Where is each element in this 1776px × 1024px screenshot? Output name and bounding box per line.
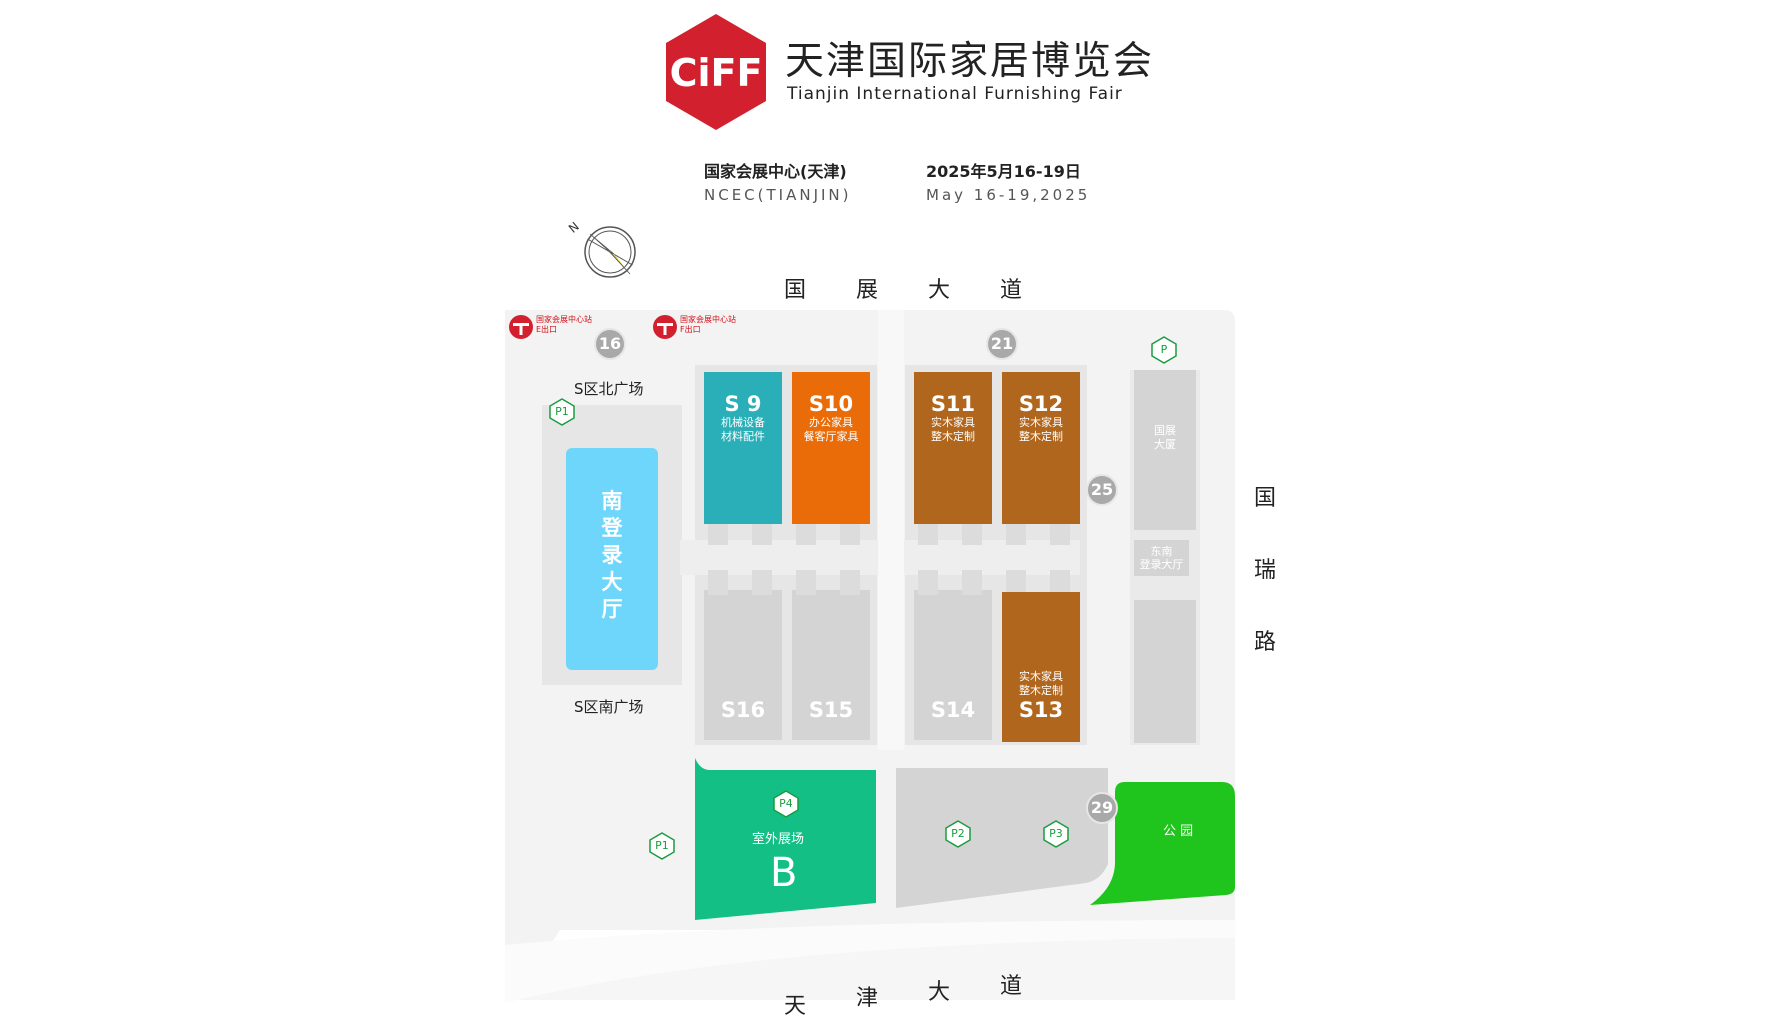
hall-s11[interactable]: S11 实木家具 整木定制 [914,372,992,524]
hall-category: 餐客厅家具 [803,430,859,443]
hall-category: 整木定制 [931,430,975,443]
east-building-south[interactable] [1134,600,1196,743]
outdoor-label: 室外展场 [752,832,805,847]
south-lobby[interactable]: 南 登 录 大 厅 [566,448,658,670]
parking-badge-p1[interactable]: P1 [548,398,576,426]
road-east-char: 路 [1254,630,1277,655]
metro-icon [653,315,677,339]
hall-s15-label: S15 [808,698,854,722]
parking-badge-p[interactable]: P [1150,336,1178,364]
hall-s14-block[interactable] [914,590,992,740]
park-label: 公 园 [1163,824,1194,839]
hall-code: S12 [1018,392,1064,416]
hall-category: 实木家具 [931,416,975,429]
hall-category: 办公家具 [809,416,853,429]
road-east-char: 瑞 [1254,558,1277,583]
hall-category: 实木家具 [1019,670,1063,683]
venue-en: NCEC(TIANJIN) [704,186,852,204]
ciff-logo: CiFF [666,14,766,130]
gate-25[interactable]: 25 [1086,474,1118,506]
metro-icon [509,315,533,339]
parking-badge-p4[interactable]: P4 [772,790,800,818]
s-south-plaza-label: S区南广场 [574,698,644,716]
road-north-char: 道 [1000,278,1023,303]
parking-badge-p1[interactable]: P1 [648,832,676,860]
hall-category: 整木定制 [1019,684,1063,697]
se-lobby[interactable]: 东南 登录大厅 [1134,540,1189,576]
hall-code: S13 [1018,698,1064,722]
venue-info: 国家会展中心(天津) NCEC(TIANJIN) [704,158,852,204]
hall-s16-label: S16 [720,698,766,722]
parking-lot-p2-p3[interactable] [896,768,1112,908]
compass-icon: N [566,218,646,286]
hall-s12[interactable]: S12 实木家具 整木定制 [1002,372,1080,524]
s-north-plaza-label: S区北广场 [574,380,644,398]
hall-s15-block[interactable] [792,590,870,740]
outdoor-area-b[interactable] [690,758,880,920]
road-south-char: 道 [1000,974,1023,999]
hall-s14-label: S14 [930,698,976,722]
hall-code: S10 [808,392,854,416]
hall-category: 材料配件 [721,430,765,443]
road-east-char: 国 [1254,486,1277,511]
gate-21[interactable]: 21 [986,328,1018,360]
hall-s10[interactable]: S10 办公家具 餐客厅家具 [792,372,870,524]
date-info: 2025年5月16-19日 May 16-19,2025 [926,158,1090,204]
venue-cn: 国家会展中心(天津) [704,162,847,181]
hall-s16-block[interactable] [704,590,782,740]
hall-code: S11 [930,392,976,416]
hall-category: 整木定制 [1019,430,1063,443]
guozhan-building[interactable]: 国展 大厦 [1134,370,1196,530]
date-en: May 16-19,2025 [926,186,1091,204]
road-north-char: 展 [856,278,879,303]
hall-category: 实木家具 [1019,416,1063,429]
hall-s13[interactable]: 实木家具 整木定制 S13 [1002,592,1080,742]
fair-title-en: Tianjin International Furnishing Fair [787,84,1123,104]
hall-s9[interactable]: S 9 机械设备 材料配件 [704,372,782,524]
road-south-char: 津 [856,986,879,1011]
gate-29[interactable]: 29 [1086,792,1118,824]
park-area[interactable] [1090,782,1235,907]
hall-code: S 9 [724,392,762,416]
road-south-char: 大 [928,980,951,1005]
logo-text: CiFF [670,51,763,95]
outdoor-code: B [770,850,798,896]
date-cn: 2025年5月16-19日 [926,162,1081,181]
parking-badge-p2[interactable]: P2 [944,820,972,848]
hall-category: 机械设备 [721,416,765,429]
parking-badge-p3[interactable]: P3 [1042,820,1070,848]
road-south-char: 天 [784,994,807,1019]
road-north-char: 国 [784,278,807,303]
road-north-char: 大 [928,278,951,303]
gate-16[interactable]: 16 [594,328,626,360]
fair-title-cn: 天津国际家居博览会 [785,39,1155,84]
